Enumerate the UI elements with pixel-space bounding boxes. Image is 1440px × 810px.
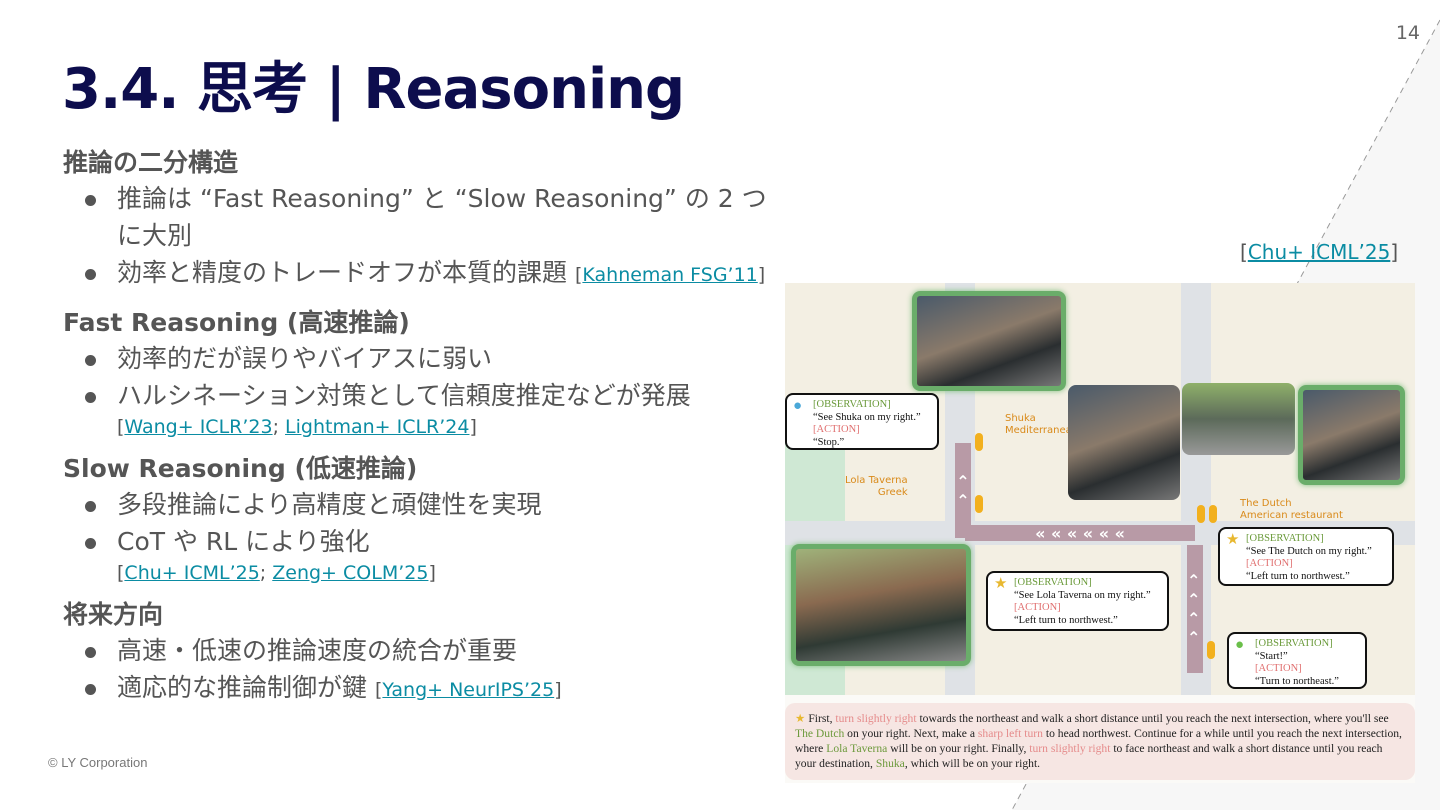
figure-citation: [Chu+ ICML’25]	[1240, 240, 1399, 264]
section-heading: 将来方向	[63, 600, 164, 629]
citation-link[interactable]: Zeng+ COLM’25	[272, 562, 429, 584]
page-title: 3.4. 思考 | Reasoning	[62, 57, 685, 122]
street-view-photo	[1068, 385, 1180, 500]
bullet-text: 適応的な推論制御が鍵	[117, 673, 368, 702]
bullet: 推論は “Fast Reasoning” と “Slow Reasoning” …	[63, 180, 783, 254]
section-heading: Fast Reasoning (高速推論)	[63, 308, 410, 337]
bullet: CoT や RL により強化	[63, 523, 783, 560]
pedestrian-pin	[975, 433, 983, 451]
pedestrian-pin	[1197, 505, 1205, 523]
citation-link[interactable]: Lightman+ ICLR’24	[285, 416, 470, 438]
pedestrian-pin	[975, 495, 983, 513]
bullet: 効率と精度のトレードオフが本質的課題 [Kahneman FSG’11]	[63, 254, 783, 294]
bullet: 効率的だが誤りやバイアスに弱い	[63, 340, 783, 377]
street-view-photo	[912, 291, 1066, 391]
bullet-text: 効率と精度のトレードオフが本質的課題	[117, 258, 568, 287]
slide-body: 推論の二分構造 推論は “Fast Reasoning” と “Slow Rea…	[63, 146, 783, 709]
street-view-photo	[1298, 385, 1405, 485]
route-segment: ⌃ ⌃ ⌃ ⌃	[1187, 545, 1203, 673]
street-view-photo	[1182, 383, 1295, 455]
bullet: 多段推論により高精度と頑健性を実現	[63, 486, 783, 523]
citation-link[interactable]: Chu+ ICML’25	[1247, 240, 1391, 264]
pedestrian-pin	[1207, 641, 1215, 659]
observation-box: ●[OBSERVATION]“Start!”[ACTION]“Turn to n…	[1227, 632, 1367, 689]
figure-caption: ★ First, turn slightly right towards the…	[785, 703, 1415, 780]
section-heading: 推論の二分構造	[63, 148, 239, 177]
observation-box: ★[OBSERVATION]“See Lola Taverna on my ri…	[986, 571, 1169, 631]
section-heading: Slow Reasoning (低速推論)	[63, 454, 418, 483]
observation-box: ●[OBSERVATION]“See Shuka on my right.”[A…	[785, 393, 939, 450]
page-number: 14	[1395, 22, 1420, 44]
bullet: ハルシネーション対策として信頼度推定などが発展	[63, 377, 783, 414]
route-segment: « « « « « «	[965, 524, 1195, 543]
street-view-photo	[791, 544, 971, 666]
bullet: 適応的な推論制御が鍵 [Yang+ NeurIPS’25]	[63, 669, 783, 709]
citation-link[interactable]: Wang+ ICLR’23	[124, 416, 273, 438]
citation-link[interactable]: Yang+ NeurIPS’25	[382, 679, 555, 701]
observation-box: ★[OBSERVATION]“See The Dutch on my right…	[1218, 527, 1394, 586]
citation-link[interactable]: Kahneman FSG’11	[582, 264, 758, 286]
bullet: 高速・低速の推論速度の統合が重要	[63, 632, 783, 669]
citation-link[interactable]: Chu+ ICML’25	[124, 562, 260, 584]
route-segment: ⌃⌃	[955, 443, 971, 538]
pedestrian-pin	[1209, 505, 1217, 523]
footer-copyright: © LY Corporation	[48, 755, 148, 770]
